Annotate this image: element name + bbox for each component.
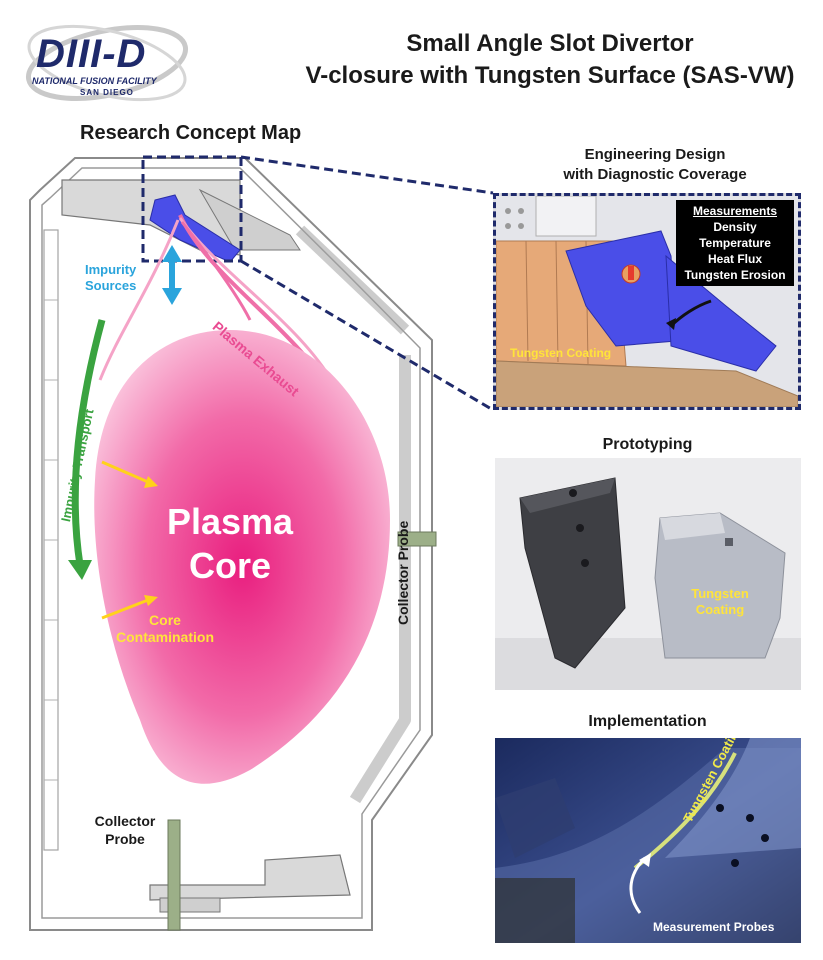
core-contamination-arrow-bottom	[101, 598, 149, 620]
impurity-sources-line-1: Impurity	[85, 262, 137, 277]
impurity-sources-label: Impurity Sources	[85, 262, 136, 294]
vessel-interior-render	[495, 738, 801, 943]
implementation-heading: Implementation	[588, 713, 707, 730]
prototyping-coating-label: Tungsten Coating	[680, 586, 760, 618]
measurement-tungsten-erosion: Tungsten Erosion	[684, 268, 786, 282]
collector-probe-bottom-marker	[167, 819, 181, 931]
plasma-core-line-2: Core	[188, 545, 272, 586]
engineering-heading-line-2: with Diagnostic Coverage	[563, 166, 747, 183]
prototype-parts-render	[495, 458, 801, 690]
collector-probe-right-label: Collector Probe	[395, 520, 411, 625]
core-contamination-line-2: Contamination	[116, 629, 214, 645]
title-line-1: Small Angle Slot Divertor	[406, 30, 694, 57]
engineering-heading-line-1: Engineering Design	[584, 146, 726, 163]
prototyping-coating-line-2: Coating	[695, 602, 745, 617]
concept-map-heading: Research Concept Map	[80, 122, 302, 144]
divertor-zoom-box	[141, 155, 243, 263]
collector-probe-bottom-label: Collector Probe	[80, 812, 170, 848]
collector-probe-bottom-line-2: Probe	[105, 831, 145, 847]
logo-swoosh	[25, 24, 189, 102]
core-contamination-arrow-top	[101, 460, 149, 484]
plasma-core-shape	[94, 330, 390, 784]
plasma-core-line-1: Plasma	[166, 501, 294, 542]
lower-divertor-structure	[149, 854, 351, 901]
measurement-density: Density	[713, 220, 757, 234]
measurements-box: Measurements Density Temperature Heat Fl…	[676, 200, 794, 286]
core-contamination-label: Core Contamination	[100, 612, 230, 646]
upper-divertor-blue	[149, 194, 241, 263]
tungsten-coated-tile-shape	[654, 512, 786, 659]
diii-d-logo: DIII-D NATIONAL FUSION FACILITY SAN DIEG…	[22, 18, 192, 108]
prototyping-coating-line-1: Tungsten	[691, 586, 749, 601]
outer-wall-tiles	[349, 355, 411, 804]
measurement-temperature: Temperature	[699, 236, 771, 250]
implementation-photo: Tungsten Coating Measurement Probes	[495, 738, 801, 943]
collector-probe-bottom-line-1: Collector	[94, 813, 156, 829]
logo-subtitle: NATIONAL FUSION FACILITY	[32, 76, 157, 86]
engineering-heading: Engineering Design with Diagnostic Cover…	[520, 145, 790, 185]
title-line-2: V-closure with Tungsten Surface (SAS-VW)	[305, 62, 795, 89]
impurity-sources-line-2: Sources	[85, 278, 137, 293]
measurement-probes-label: Measurement Probes	[653, 920, 775, 934]
engineering-coating-label: Tungsten Coating	[510, 346, 612, 360]
engineering-design-image: Measurements Density Temperature Heat Fl…	[493, 193, 801, 410]
logo-wordmark: DIII-D	[36, 32, 147, 76]
core-contamination-line-1: Core	[149, 612, 181, 628]
measurements-title: Measurements	[692, 204, 778, 218]
collector-probe-right-marker	[397, 531, 437, 547]
page-title: Small Angle Slot Divertor V-closure with…	[300, 28, 800, 92]
measurement-heat-flux: Heat Flux	[707, 252, 762, 266]
prototyping-photo: Tungsten Coating	[495, 458, 801, 690]
impurity-transport-arrow	[71, 319, 106, 566]
prototyping-heading: Prototyping	[602, 436, 693, 453]
plasma-core-label: Plasma Core	[150, 500, 310, 588]
logo-location: SAN DIEGO	[80, 88, 134, 97]
